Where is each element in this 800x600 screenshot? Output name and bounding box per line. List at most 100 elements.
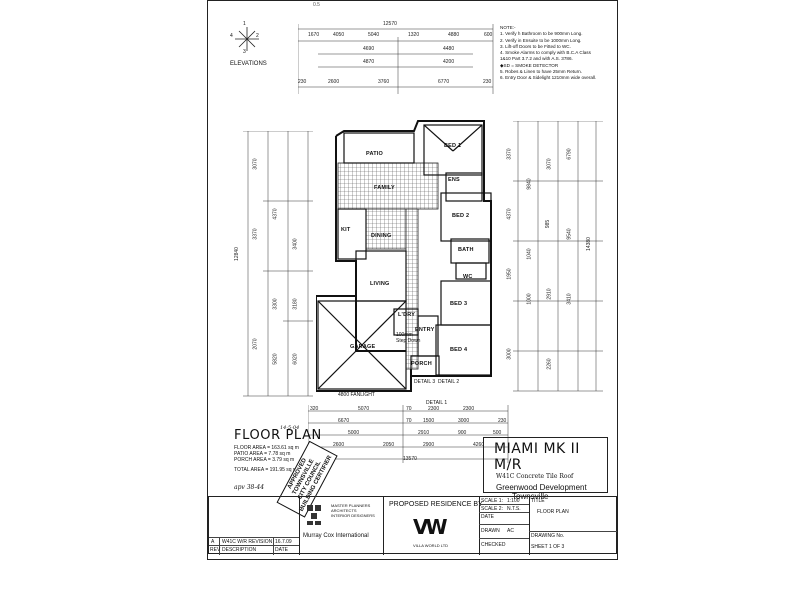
note-line: 2. Verify in Ensuite to be 1000mm Long. — [500, 37, 582, 43]
left-dimension-lines — [243, 131, 313, 397]
room-label-bed1: BED 1 — [444, 143, 462, 149]
note-line: 5. Robes & Linen to have 25mm Return. — [500, 69, 582, 75]
revision-row-desc: W41C W/R REVISION — [222, 539, 273, 545]
revision-row-rev: A — [211, 539, 215, 545]
compass-label-1: 1 — [243, 21, 246, 27]
top-scan-artifact: 0.5 — [313, 2, 320, 8]
dim-left-b1: 3300 — [272, 298, 279, 310]
dim-right-b4: 9540 — [566, 228, 573, 240]
dim-left-overall: 12840 — [233, 247, 240, 261]
dim-bottom-r2-2: 70 — [406, 418, 412, 424]
dim-bottom-r2-3: 1500 — [423, 418, 435, 424]
design-name: MIAMI MK II M/R — [494, 441, 580, 473]
handwritten-approval-note: apv 38-44 — [234, 484, 265, 491]
dim-bottom-r3-1: 5000 — [348, 430, 360, 436]
floor-plan-drawing — [316, 120, 492, 392]
proposed-residence-label: PROPOSED RESIDENCE BY — [389, 501, 483, 508]
dim-top-3: 5040 — [368, 32, 380, 38]
title-value: FLOOR PLAN — [537, 509, 569, 515]
dim-top-6: 600 — [484, 32, 493, 38]
dim-bottom-r3-4: 500 — [493, 430, 502, 436]
dim-bottom-r4-4: 4260 — [473, 442, 485, 448]
dim-right-a1: 3370 — [506, 148, 513, 160]
note-line: 6. Entry Door & Sidelight 1210mm wide ov… — [500, 75, 597, 81]
elevation-compass-icon — [235, 27, 259, 51]
dim-top-row4-1: 230 — [298, 79, 307, 85]
builder-panel: PROPOSED RESIDENCE BY VW VILLA WORLD LTD — [383, 497, 483, 555]
note-line: 4. Smoke Alarms to comply with B.C.A Cla… — [500, 50, 591, 56]
dim-top-row4-5: 230 — [483, 79, 492, 85]
room-label-wc: WC — [463, 274, 473, 280]
dim-right-a3: 9840 — [526, 178, 533, 190]
architect-panel: MASTER PLANNERS ARCHITECTS INTERIOR DESI… — [299, 497, 384, 555]
dim-right-a4: 1040 — [526, 248, 533, 260]
floor-plan-handwritten-date: 14-5-04 — [280, 425, 300, 431]
dim-bottom-r2-1: 6670 — [338, 418, 350, 424]
title-label: TITLE — [531, 498, 545, 504]
dim-bottom-r4-2: 2050 — [383, 442, 395, 448]
date-header: DATE — [275, 547, 288, 553]
dim-bottom-r1-3: 70 — [406, 406, 412, 412]
dim-top-1: 1670 — [308, 32, 320, 38]
dim-left-a3: 4370 — [272, 208, 279, 220]
dim-top-row3-2: 4200 — [443, 59, 455, 65]
title-block: A W41C W/R REVISION 16.7.09 REV DESCRIPT… — [208, 496, 617, 555]
room-label-ldry: L'DRY — [398, 312, 416, 318]
rev-header: REV — [210, 547, 221, 553]
room-label-family: FAMILY — [374, 185, 395, 191]
dim-left-b2: 3400 — [292, 238, 299, 250]
dim-bottom-overall: 13570 — [403, 456, 417, 462]
room-label-entry: ENTRY — [415, 327, 435, 333]
dim-left-a1: 3070 — [252, 158, 259, 170]
room-label-ens: ENS — [448, 177, 460, 183]
dim-top-row3-1: 4870 — [363, 59, 375, 65]
room-label-porch: PORCH — [411, 361, 432, 367]
description-header: DESCRIPTION — [222, 547, 257, 553]
architect-services: MASTER PLANNERS ARCHITECTS INTERIOR DESI… — [331, 503, 375, 518]
dim-top-row2-1: 4690 — [363, 46, 375, 52]
dim-overall-top: 12570 — [383, 21, 397, 27]
dim-left-b5: 5820 — [272, 353, 279, 365]
area-row: TOTAL AREA = 191.95 sq m — [234, 467, 298, 473]
drawing-no-label: DRAWING No. — [531, 533, 565, 539]
room-label-living: LIVING — [370, 281, 390, 287]
compass-label-4: 4 — [230, 33, 233, 39]
notes-heading: NOTE:- — [500, 25, 516, 30]
dim-right-b2: 14380 — [585, 237, 592, 251]
note-line: 3. Lift-off Doors to be Fitted to WC. — [500, 43, 571, 49]
dim-bottom-r1-4: 2300 — [428, 406, 440, 412]
revision-row-date: 16.7.09 — [275, 539, 292, 545]
dim-top-row4-3: 3760 — [378, 79, 390, 85]
design-title-box: MIAMI MK II M/R W41C Concrete Tile Roof … — [483, 437, 608, 501]
detail-3-label: DETAIL 3 — [414, 379, 436, 385]
note-line: 1&10 Part 3.7.2 and with A.S. 3786. — [500, 56, 573, 62]
dim-right-c1: 985 — [545, 219, 552, 229]
dim-bottom-r4-3: 2900 — [423, 442, 435, 448]
dim-top-2: 4050 — [333, 32, 345, 38]
elevations-label: ELEVATIONS — [230, 61, 267, 67]
area-row: FLOOR AREA = 163.61 sq m — [234, 445, 299, 451]
dim-right-a2: 4370 — [506, 208, 513, 220]
bottom-dimension-lines — [308, 405, 509, 463]
dim-top-row2-2: 4480 — [443, 46, 455, 52]
room-label-bed3: BED 3 — [450, 301, 468, 307]
area-row: PATIO AREA = 7.78 sq m — [234, 451, 291, 457]
dim-right-c3: 3410 — [566, 293, 573, 305]
builder-name: VILLA WORLD LTD — [413, 543, 449, 548]
dim-right-c4: 1950 — [506, 268, 513, 280]
dim-right-c6: 2260 — [546, 358, 553, 370]
area-schedule: FLOOR AREA = 163.61 sq m PATIO AREA = 7.… — [234, 445, 324, 473]
room-label-bed2: BED 2 — [452, 213, 470, 219]
builder-logo-icon: VW — [413, 515, 448, 539]
fanlight-label: 4800 FANLIGHT — [338, 392, 375, 398]
floor-plan-title: FLOOR PLAN — [234, 428, 322, 443]
detail-1-label: DETAIL 1 — [426, 400, 448, 406]
dim-bottom-r1-1: 320 — [310, 406, 319, 412]
dim-bottom-r3-2: 2910 — [418, 430, 430, 436]
dim-left-a2: 3370 — [252, 228, 259, 240]
dim-bottom-r4-1: 2600 — [333, 442, 345, 448]
dim-right-b3: 3070 — [546, 158, 553, 170]
dim-right-b1: 6790 — [566, 148, 573, 160]
revision-table: A W41C W/R REVISION 16.7.09 REV DESCRIPT… — [209, 497, 300, 555]
